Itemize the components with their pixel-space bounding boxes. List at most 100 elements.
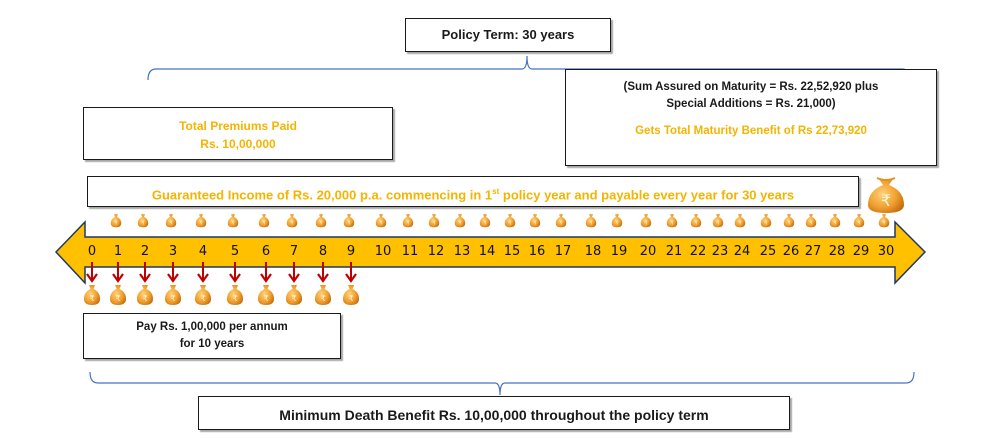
money-bag-rupee-icon: ₹ — [285, 283, 303, 306]
svg-text:₹: ₹ — [787, 221, 791, 227]
money-bag-rupee-icon: ₹ — [554, 213, 568, 228]
svg-text:₹: ₹ — [809, 221, 813, 227]
timeline-year-label: 0 — [87, 244, 97, 259]
svg-text:₹: ₹ — [232, 294, 237, 303]
timeline-year-label: 1 — [113, 244, 123, 259]
svg-text:₹: ₹ — [882, 221, 886, 227]
svg-text:₹: ₹ — [291, 294, 296, 303]
timeline-year-label: 13 — [453, 244, 471, 259]
timeline-year-label: 15 — [503, 244, 521, 259]
svg-text:₹: ₹ — [199, 221, 203, 227]
timeline-year-label: 25 — [759, 244, 777, 259]
premium-down-arrow-icon — [317, 262, 329, 283]
money-bag-rupee-icon: ₹ — [257, 213, 271, 228]
timeline-year-label: 4 — [198, 244, 208, 259]
money-bag-rupee-icon: ₹ — [257, 283, 275, 306]
svg-text:₹: ₹ — [290, 221, 294, 227]
svg-text:₹: ₹ — [320, 294, 325, 303]
money-bag-rupee-icon: ₹ — [164, 213, 178, 228]
money-bag-rupee-icon: ₹ — [665, 213, 679, 228]
money-bag-rupee-icon: ₹ — [374, 213, 388, 228]
premium-down-arrow-icon — [288, 262, 300, 283]
money-bag-rupee-icon: ₹ — [478, 213, 492, 228]
timeline-year-label: 9 — [346, 244, 356, 259]
timeline-year-label: 28 — [828, 244, 846, 259]
money-bag-rupee-icon: ₹ — [503, 213, 517, 228]
svg-text:₹: ₹ — [764, 221, 768, 227]
timeline-year-label: 7 — [289, 244, 299, 259]
svg-text:₹: ₹ — [670, 221, 674, 227]
money-bag-rupee-icon: ₹ — [314, 283, 332, 306]
total-premiums-label: Total Premiums Paid — [179, 119, 297, 133]
policy-term-label: Policy Term: 30 years — [441, 27, 575, 42]
timeline-year-label: 22 — [689, 244, 707, 259]
timeline-year-label: 11 — [401, 244, 419, 259]
premium-down-arrow-icon — [139, 262, 151, 283]
money-bag-rupee-icon: ₹ — [164, 283, 182, 306]
premium-payment-line2: for 10 years — [179, 338, 245, 350]
money-bag-rupee-icon: ₹ — [828, 213, 842, 228]
svg-text:₹: ₹ — [141, 221, 145, 227]
money-bag-rupee-icon: ₹ — [109, 283, 127, 306]
timeline-year-label: 14 — [478, 244, 496, 259]
svg-text:₹: ₹ — [857, 221, 861, 227]
svg-text:₹: ₹ — [263, 294, 268, 303]
svg-text:₹: ₹ — [589, 221, 593, 227]
money-bag-rupee-icon: ₹ — [427, 213, 441, 228]
svg-text:₹: ₹ — [533, 221, 537, 227]
timeline-year-label: 2 — [140, 244, 150, 259]
svg-text:₹: ₹ — [508, 221, 512, 227]
large-money-bag-rupee-icon: ₹ — [868, 177, 904, 213]
money-bag-rupee-icon: ₹ — [194, 283, 212, 306]
timeline-year-label: 20 — [639, 244, 657, 259]
svg-text:₹: ₹ — [483, 221, 487, 227]
money-bag-rupee-icon: ₹ — [453, 213, 467, 228]
premium-payment-box: Pay Rs. 1,00,000 per annum for 10 years — [83, 313, 341, 359]
money-bag-rupee-icon: ₹ — [733, 213, 747, 228]
guaranteed-income-sup: st — [492, 187, 500, 196]
timeline-year-label: 29 — [852, 244, 870, 259]
svg-text:₹: ₹ — [458, 221, 462, 227]
svg-text:₹: ₹ — [115, 294, 120, 303]
money-bag-rupee-icon: ₹ — [83, 283, 101, 306]
money-bag-rupee-icon: ₹ — [342, 213, 356, 228]
money-bag-rupee-icon: ₹ — [689, 213, 703, 228]
guaranteed-income-text-rest: policy year and payable every year for 3… — [499, 187, 795, 203]
timeline-year-label: 12 — [427, 244, 445, 259]
timeline-arrow — [54, 220, 927, 285]
timeline-year-label: 24 — [733, 244, 751, 259]
svg-text:₹: ₹ — [615, 221, 619, 227]
money-bag-rupee-icon: ₹ — [759, 213, 773, 228]
timeline-year-label: 23 — [711, 244, 729, 259]
svg-text:₹: ₹ — [319, 221, 323, 227]
svg-text:₹: ₹ — [348, 294, 353, 303]
svg-text:₹: ₹ — [114, 221, 118, 227]
svg-text:₹: ₹ — [347, 221, 351, 227]
money-bag-rupee-icon: ₹ — [226, 213, 240, 228]
svg-text:₹: ₹ — [231, 221, 235, 227]
premium-down-arrow-icon — [260, 262, 272, 283]
svg-text:₹: ₹ — [170, 294, 175, 303]
svg-text:₹: ₹ — [833, 221, 837, 227]
premium-down-arrow-icon — [229, 262, 241, 283]
svg-text:₹: ₹ — [432, 221, 436, 227]
premium-payment-line1: Pay Rs. 1,00,000 per annum — [136, 321, 288, 333]
money-bag-rupee-icon: ₹ — [711, 213, 725, 228]
death-benefit-box: Minimum Death Benefit Rs. 10,00,000 thro… — [198, 396, 790, 430]
timeline-year-label: 6 — [261, 244, 271, 259]
timeline-year-label: 26 — [782, 244, 800, 259]
total-premiums-value: Rs. 10,00,000 — [200, 137, 276, 151]
money-bag-rupee-icon: ₹ — [804, 213, 818, 228]
svg-text:₹: ₹ — [716, 221, 720, 227]
timeline-year-label: 17 — [554, 244, 572, 259]
svg-text:₹: ₹ — [738, 221, 742, 227]
timeline-year-label: 19 — [610, 244, 628, 259]
svg-text:₹: ₹ — [694, 221, 698, 227]
svg-text:₹: ₹ — [89, 294, 94, 303]
money-bag-rupee-icon: ₹ — [528, 213, 542, 228]
money-bag-rupee-icon: ₹ — [136, 213, 150, 228]
premium-down-arrow-icon — [167, 262, 179, 283]
money-bag-rupee-icon: ₹ — [194, 213, 208, 228]
total-maturity-benefit-text: Gets Total Maturity Benefit of Rs 22,73,… — [635, 125, 867, 137]
money-bag-rupee-icon: ₹ — [401, 213, 415, 228]
